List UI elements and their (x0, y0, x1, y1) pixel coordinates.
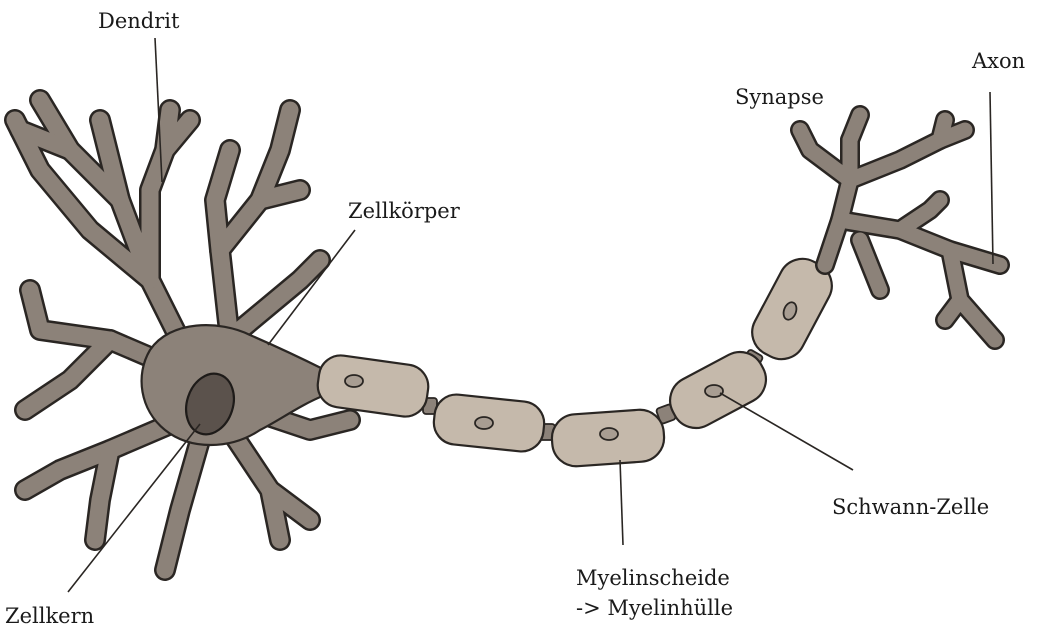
axon-myelin-sheath (315, 250, 840, 467)
schwann-cell-segment (550, 408, 665, 468)
label-dendrit: Dendrit (98, 8, 179, 34)
myelin-leader-line (620, 460, 623, 545)
schwann-leader-line (720, 393, 853, 470)
label-myelinhuelle: -> Myelinhülle (576, 595, 733, 621)
axon-terminals (800, 115, 1000, 340)
label-myelinscheide: Myelinscheide (576, 565, 730, 591)
cell-body-with-dendrites (15, 100, 350, 570)
label-axon: Axon (972, 48, 1025, 74)
label-schwann-zelle: Schwann-Zelle (832, 494, 989, 520)
label-zellkoerper: Zellkörper (348, 198, 460, 224)
schwann-cell-segment (315, 353, 431, 420)
label-zellkern: Zellkern (5, 603, 94, 629)
label-synapse: Synapse (735, 84, 824, 110)
schwann-cell-segment (432, 392, 547, 453)
axon-leader-line (990, 92, 993, 264)
